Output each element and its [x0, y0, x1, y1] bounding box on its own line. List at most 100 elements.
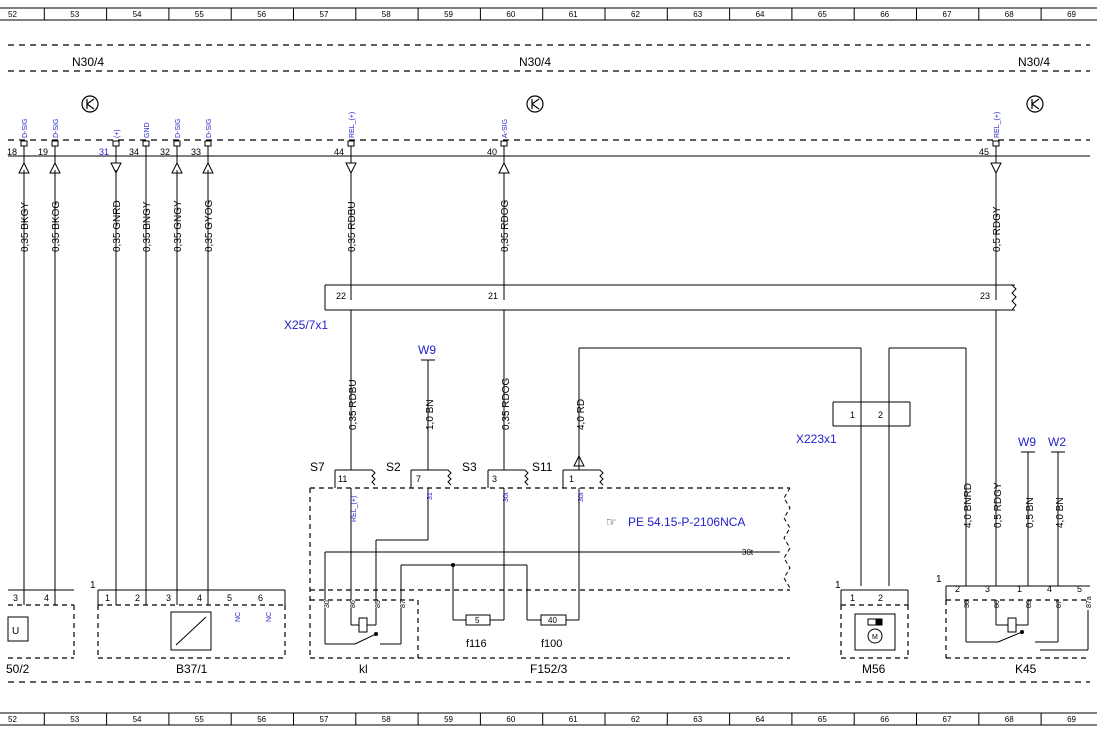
grid-number: 64 — [756, 715, 765, 724]
b37-pin: 4 — [197, 593, 202, 603]
pin-terminal — [204, 140, 212, 147]
pin-signal: REL_(+) — [349, 112, 356, 138]
splice-connectors — [334, 469, 604, 488]
w9-label-right: W9 — [1018, 435, 1036, 449]
grid-number: 66 — [880, 715, 889, 724]
k45-index: 1 — [936, 574, 942, 585]
x223-pin: 1 — [850, 410, 855, 420]
grid-number: 59 — [444, 10, 453, 19]
connector-x25 — [324, 284, 1017, 311]
reference-link[interactable]: PE 54.15-P-2106NCA — [628, 515, 745, 529]
fuse-f100 — [540, 614, 567, 626]
wire-label: 0,35 RDBU — [348, 379, 359, 430]
grid-number: 53 — [70, 10, 79, 19]
pin-number: 32 — [160, 147, 170, 157]
break-line — [783, 487, 791, 589]
f152-label: F152/3 — [530, 662, 568, 676]
grid-number: 57 — [320, 715, 329, 724]
wire-label: 4,0 BN — [1055, 497, 1066, 528]
arrow-up-icon — [498, 161, 510, 174]
relay-icon — [324, 608, 402, 645]
motor-icon: M — [872, 634, 878, 641]
pin-number: 18 — [7, 147, 17, 157]
pin-terminal — [112, 140, 120, 147]
contact-dot — [374, 632, 378, 636]
pin-number: 45 — [979, 147, 989, 157]
component-k45-frame — [945, 599, 1090, 659]
splice-pin: 7 — [416, 474, 421, 484]
m56-index: 1 — [835, 580, 841, 591]
fuse-label: f116 — [466, 638, 487, 650]
b37-pin: 1 — [105, 593, 110, 603]
arrow-up-icon — [573, 454, 585, 467]
splice-pin: 3 — [492, 474, 497, 484]
b37-pin: 6 — [258, 593, 263, 603]
k45-inner-pin: 86 — [994, 600, 1001, 608]
wire-label: 0,35 RDOG — [500, 200, 511, 252]
wire-label: 0,35 BNGY — [142, 201, 153, 252]
relay-kl-frame — [310, 599, 419, 658]
grid-number: 63 — [693, 10, 702, 19]
grid-number: 54 — [133, 10, 142, 19]
voltage-icon: U — [12, 626, 19, 637]
grid-number: 59 — [444, 715, 453, 724]
pin-terminal — [347, 140, 355, 147]
module-frame — [8, 44, 1090, 683]
wire-label: 4,0 BNRD — [963, 483, 974, 528]
k45-pin: 2 — [955, 584, 960, 594]
grid-number: 61 — [569, 715, 578, 724]
wire-label: 0,35 RDOG — [501, 378, 512, 430]
pointing-hand-icon: ☞ — [606, 515, 617, 529]
pin-signal: GND — [144, 122, 151, 138]
module-label-center: N30/4 — [519, 55, 551, 69]
grid-number: 69 — [1067, 10, 1076, 19]
fuse-f116 — [465, 614, 491, 626]
module-label-right: N30/4 — [1018, 55, 1050, 69]
wire-label: 4,0 RD — [576, 399, 587, 430]
relay-pin: 87 — [400, 600, 407, 608]
b37-index: 1 — [90, 580, 96, 591]
pin-number: 40 — [487, 147, 497, 157]
pin-number: 44 — [334, 147, 344, 157]
grid-number: 55 — [195, 715, 204, 724]
junction-dot — [451, 563, 455, 567]
k45-inner-pin: 85 — [1026, 600, 1033, 608]
relay-pin: 30 — [324, 600, 331, 608]
b37-pin: 3 — [166, 593, 171, 603]
grid-number: 52 — [8, 715, 17, 724]
grid-number: 61 — [569, 10, 578, 19]
splice-label: S7 — [310, 460, 325, 474]
grid-number: 62 — [631, 10, 640, 19]
k45-inner-pin: 87 — [1056, 600, 1063, 608]
grid-number: 65 — [818, 10, 827, 19]
fuse-value: 5 — [475, 616, 480, 625]
splice-label: S2 — [386, 460, 401, 474]
pin-signal: A-SIG — [502, 119, 509, 138]
wire-label: 0,35 BKOG — [51, 201, 62, 252]
grid-number: 56 — [257, 10, 266, 19]
grid-number: 69 — [1067, 715, 1076, 724]
pin-number: 19 — [38, 147, 48, 157]
pin-signal: D-SIG — [22, 119, 29, 138]
grid-number: 52 — [8, 10, 17, 19]
b37-nc: NC — [235, 612, 242, 622]
component-50-frame — [8, 604, 75, 659]
grid-number: 65 — [818, 715, 827, 724]
x25-pin: 23 — [980, 291, 990, 301]
m56-pin: 1 — [850, 593, 855, 603]
grid-number: 58 — [382, 715, 391, 724]
grid-number: 62 — [631, 715, 640, 724]
f152-frame — [309, 487, 790, 659]
w2-label: W2 — [1048, 435, 1066, 449]
f152-sig: REL_(+) — [351, 496, 358, 522]
pin-signal: D-SIG — [175, 119, 182, 138]
pin-terminal — [20, 140, 28, 147]
wire-label: 0,35 GNGY — [173, 200, 184, 252]
grid-numbers: 5252535354545555565657575858595960606161… — [8, 10, 1077, 724]
x25-pin: 22 — [336, 291, 346, 301]
f152-sig: 30t — [503, 492, 510, 502]
splice-label: S11 — [532, 460, 553, 474]
k45-pin: 3 — [985, 584, 990, 594]
